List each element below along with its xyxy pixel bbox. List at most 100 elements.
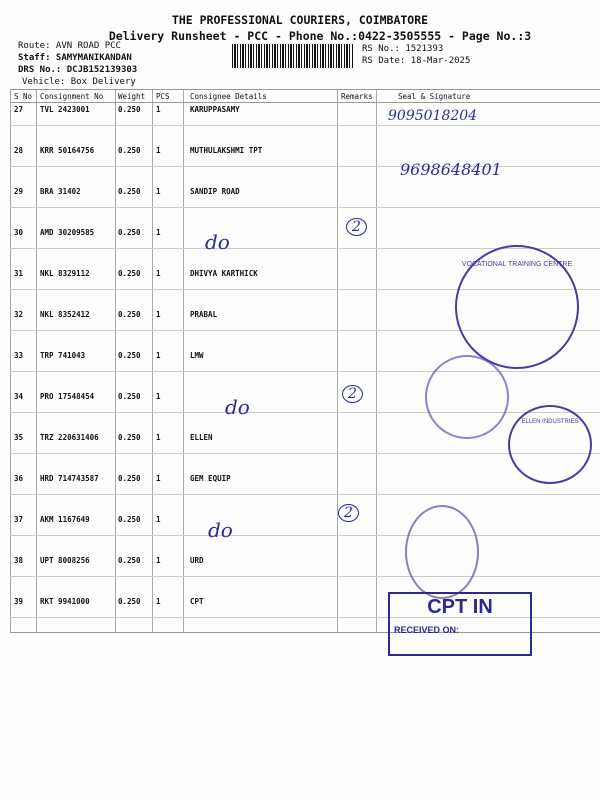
row-divider [10, 412, 600, 413]
rs-date: RS Date: 18-Mar-2025 [362, 56, 471, 66]
cell-cn: NKL 8329112 [40, 269, 90, 278]
column-divider [376, 90, 377, 633]
cell-pcs: 1 [156, 146, 161, 155]
column-divider [36, 90, 37, 633]
cell-pcs: 1 [156, 269, 161, 278]
barcode [232, 44, 354, 68]
column-divider [10, 90, 11, 633]
cell-sno: 33 [14, 351, 24, 360]
column-header: Weight [118, 92, 146, 101]
column-divider [152, 90, 153, 633]
round-stamp [405, 505, 479, 599]
drs-number: DRS No.: DCJB152139303 [18, 65, 138, 75]
cell-cn: UPT 8008256 [40, 556, 90, 565]
row-divider [10, 330, 600, 331]
cell-pcs: 1 [156, 515, 161, 524]
ellen-stamp: ELLEN INDUSTRIES [508, 405, 592, 484]
handwritten-phone-1: 9095018204 [388, 108, 478, 124]
vehicle: Vehicle: Box Delivery [22, 77, 136, 87]
cpt-in-stamp: CPT IN RECEIVED ON: [388, 592, 532, 656]
cell-cn: TRP 741043 [40, 351, 86, 360]
handwritten-count-2: 2 [342, 385, 363, 403]
cell-sno: 30 [14, 228, 24, 237]
cell-sno: 35 [14, 433, 24, 442]
cell-wt: 0.250 [118, 228, 141, 237]
handwritten-ditto-2: do [225, 395, 250, 419]
cell-pcs: 1 [156, 105, 161, 114]
column-header: PCS [156, 92, 170, 101]
cell-pcs: 1 [156, 433, 161, 442]
cell-sno: 27 [14, 105, 24, 114]
cell-pcs: 1 [156, 228, 161, 237]
cell-sno: 37 [14, 515, 24, 524]
cell-cn: KRR 50164756 [40, 146, 95, 155]
handwritten-ditto-1: do [205, 230, 230, 254]
cell-consignee: GEM EQUIP [190, 474, 231, 483]
cell-wt: 0.250 [118, 187, 141, 196]
row-divider [10, 125, 600, 126]
stamp-title: CPT IN [427, 596, 493, 618]
row-divider [10, 207, 600, 208]
cell-consignee: CPT [190, 597, 204, 606]
column-header: Consignee Details [190, 92, 267, 101]
cell-cn: PRO 17548454 [40, 392, 95, 401]
row-divider [10, 371, 600, 372]
cell-consignee: PRABAL [190, 310, 218, 319]
row-divider [10, 632, 600, 633]
column-header: Consignment No [40, 92, 104, 101]
runsheet-subtitle: Delivery Runsheet - PCC - Phone No.:0422… [108, 29, 532, 43]
cell-cn: BRA 31402 [40, 187, 81, 196]
column-header: Remarks [341, 92, 373, 101]
row-divider [10, 102, 600, 103]
cell-cn: AKM 1167649 [40, 515, 90, 524]
cell-consignee: LMW [190, 351, 204, 360]
row-divider [10, 535, 600, 536]
cell-consignee: MUTHULAKSHMI TPT [190, 146, 263, 155]
cell-wt: 0.250 [118, 351, 141, 360]
cell-pcs: 1 [156, 597, 161, 606]
cell-consignee: SANDIP ROAD [190, 187, 240, 196]
cell-consignee: KARUPPASAMY [190, 105, 240, 114]
stamp-text: VOCATIONAL TRAINING CENTRE [461, 261, 573, 268]
cell-wt: 0.250 [118, 597, 141, 606]
cell-pcs: 1 [156, 556, 161, 565]
cell-cn: TRZ 220631406 [40, 433, 99, 442]
cell-sno: 39 [14, 597, 24, 606]
cell-sno: 34 [14, 392, 24, 401]
cell-consignee: URD [190, 556, 204, 565]
handwritten-count-3: 2 [338, 504, 359, 522]
cell-cn: TVL 2423001 [40, 105, 90, 114]
cell-wt: 0.250 [118, 105, 141, 114]
staff: Staff: SAMYMANIKANDAN [18, 53, 132, 63]
cell-cn: HRD 714743587 [40, 474, 99, 483]
cell-pcs: 1 [156, 310, 161, 319]
cell-wt: 0.250 [118, 515, 141, 524]
row-divider [10, 494, 600, 495]
route: Route: AVN ROAD PCC [18, 41, 121, 51]
cell-pcs: 1 [156, 474, 161, 483]
cell-cn: NKL 8352412 [40, 310, 90, 319]
row-divider [10, 89, 600, 90]
cell-pcs: 1 [156, 392, 161, 401]
stamp-text: ELLEN INDUSTRIES [521, 419, 579, 425]
cell-sno: 38 [14, 556, 24, 565]
cell-cn: AMD 30209585 [40, 228, 95, 237]
cell-sno: 36 [14, 474, 24, 483]
company-title: THE PROFESSIONAL COURIERS, COIMBATORE [171, 13, 429, 27]
row-divider [10, 289, 600, 290]
column-divider [337, 90, 338, 633]
column-header: Seal & Signature [398, 92, 471, 101]
vocational-stamp: VOCATIONAL TRAINING CENTRE [455, 245, 579, 369]
row-divider [10, 453, 600, 454]
row-divider [10, 617, 600, 618]
cell-sno: 32 [14, 310, 24, 319]
cell-wt: 0.250 [118, 433, 141, 442]
cell-pcs: 1 [156, 351, 161, 360]
rs-number: RS No.: 1521393 [362, 44, 444, 54]
handwritten-phone-2: 9698648401 [400, 160, 502, 179]
row-divider [10, 166, 600, 167]
handwritten-count-1: 2 [346, 218, 367, 236]
cell-pcs: 1 [156, 187, 161, 196]
cell-wt: 0.250 [118, 310, 141, 319]
